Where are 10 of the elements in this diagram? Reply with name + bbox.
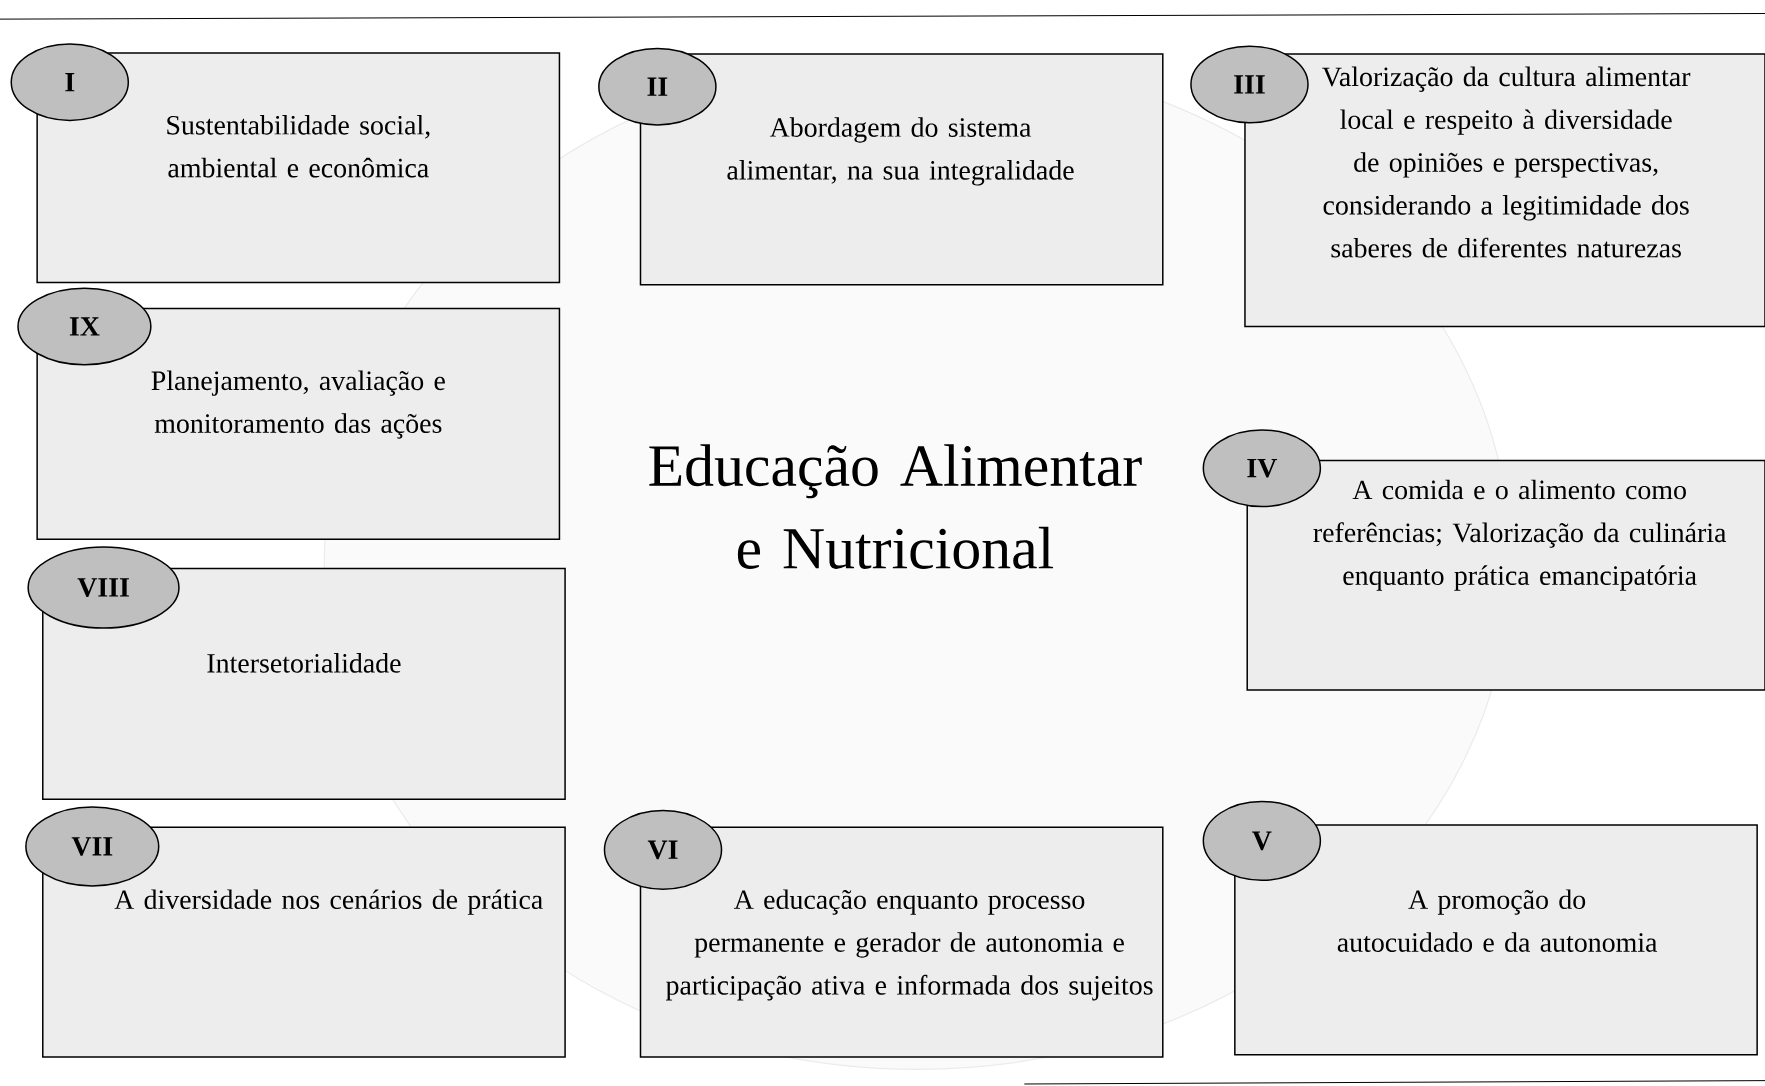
numeral-badge: III [1190,45,1309,124]
numeral-badge: II [598,47,717,126]
title: Educação Alimentar e Nutricional [649,444,1142,569]
numeral-badge: IX [17,287,152,366]
numeral-badge: VI [603,809,723,890]
numeral-badge: IV [1202,429,1322,508]
numeral-badge: I [10,43,130,122]
numeral-badge: VIII [27,546,180,629]
numeral-badge: V [1202,800,1322,881]
numeral-badge: VII [25,806,160,887]
